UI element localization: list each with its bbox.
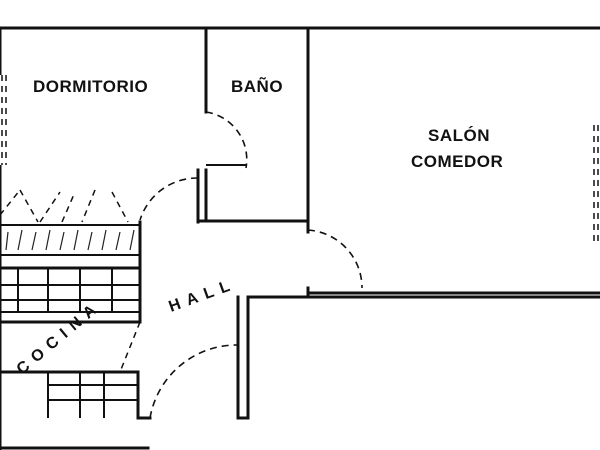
door-hall-top [139,177,199,221]
door-salon [306,220,363,296]
door-dormitorio [205,111,248,169]
label-dormitorio: DORMITORIO [33,77,148,96]
window-dormitorio [0,75,7,165]
label-salon: SALÓN [428,126,490,145]
walls-bano [196,28,310,224]
door-cocina [119,321,141,373]
kitchen-counter-upper [0,266,142,324]
label-hall: HALL [167,276,239,316]
window-salon [593,125,599,245]
door-entrance [136,344,239,420]
outer-walls [0,26,600,450]
label-comedor: COMEDOR [411,152,503,171]
wardrobe [0,189,142,272]
label-cocina: COCINA [14,297,105,378]
walls-salon-bottom [236,291,600,420]
label-bano: BAÑO [231,76,283,96]
kitchen-counter-lower [0,370,140,420]
